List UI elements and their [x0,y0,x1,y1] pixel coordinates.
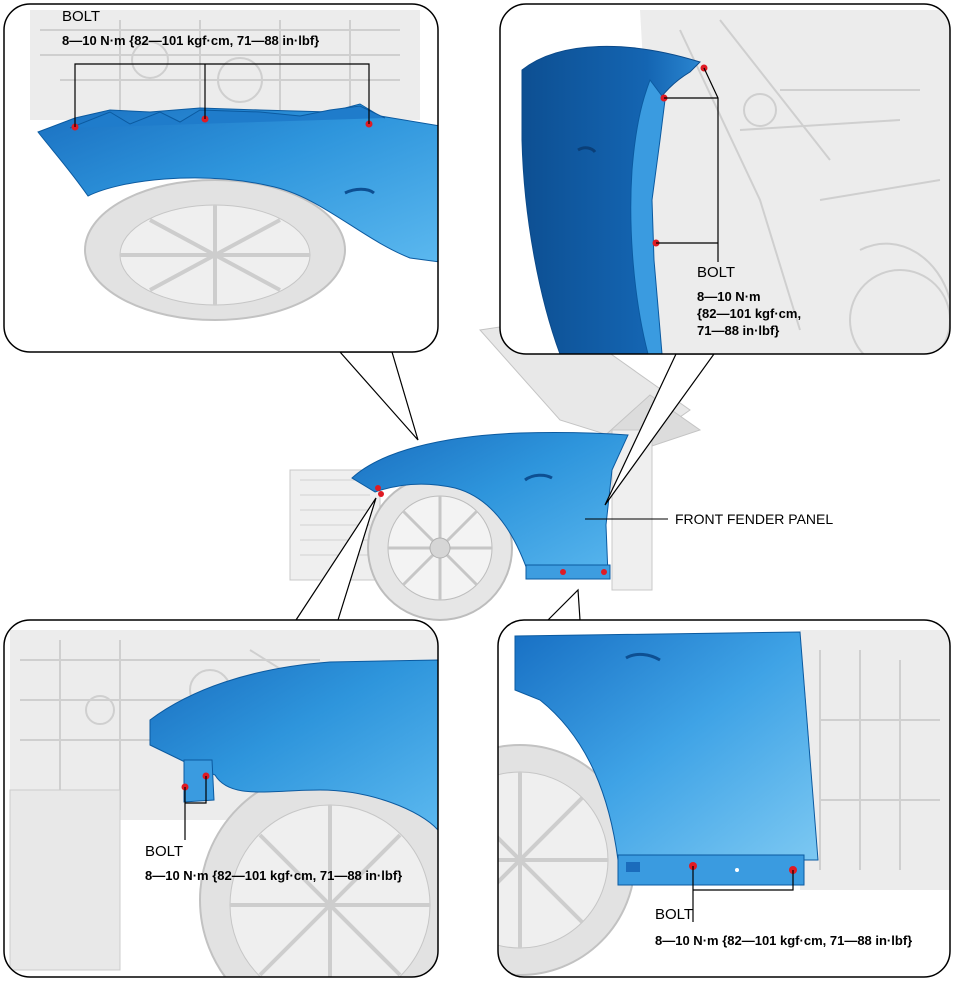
bolt-label-bottom-left: BOLT [145,843,184,860]
callout-bottom-left [3,619,439,978]
overview-fender [351,432,629,579]
fender-top-left [37,103,438,263]
fender-bottom-right [514,631,819,861]
fender-bottom-left [149,659,438,832]
torque-spec-bottom-left: 8—10 N·m {82—101 kgf·cm, 71—88 in·lbf} [145,868,403,883]
torque-spec-top-right-line1: 8—10 N·m [697,289,761,304]
torque-spec-bottom-right: 8—10 N·m {82—101 kgf·cm, 71—88 in·lbf} [655,933,913,948]
torque-spec-top-left: 8—10 N·m {82—101 kgf·cm, 71—88 in·lbf} [62,33,320,48]
callout-top-right [499,3,951,355]
torque-spec-top-right-line2: {82—101 kgf·cm, [697,306,802,321]
overview-vehicle [289,317,702,621]
callout-top-left [3,3,439,353]
bolt-label-bottom-right: BOLT [655,906,694,923]
front-fender-panel-label: FRONT FENDER PANEL [675,511,834,527]
bolt-label-top-right: BOLT [697,264,736,281]
callout-bottom-right [497,619,951,978]
bolt-label-top-left: BOLT [62,8,101,25]
torque-spec-top-right-line3: 71—88 in·lbf} [697,323,780,338]
